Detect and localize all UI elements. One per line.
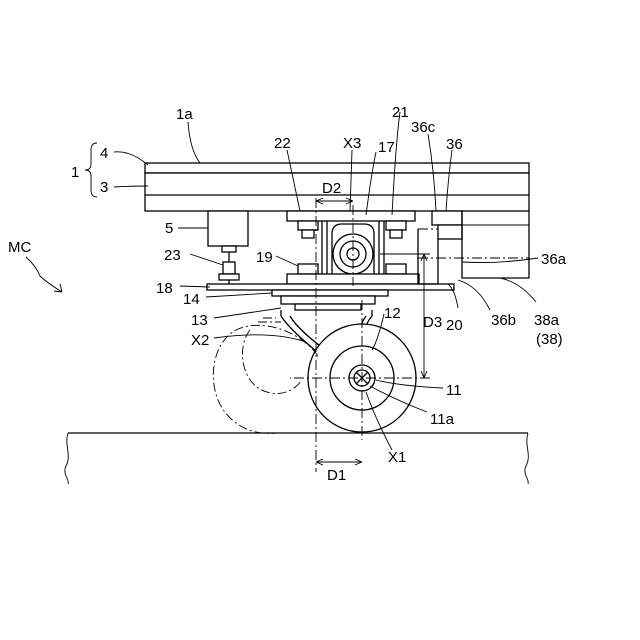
plate-18 xyxy=(207,284,454,290)
bracket-1 xyxy=(85,143,97,197)
part-5 xyxy=(208,211,248,262)
label-5: 5 xyxy=(165,220,173,237)
label-23: 23 xyxy=(164,247,181,264)
bolt-23 xyxy=(219,262,239,284)
label-22: 22 xyxy=(274,135,291,152)
label-36: 36 xyxy=(446,136,463,153)
label-1a: 1a xyxy=(176,106,193,123)
label-11: 11 xyxy=(446,382,462,399)
label-18: 18 xyxy=(156,280,173,297)
label-12: 12 xyxy=(384,305,401,322)
label-17: 17 xyxy=(378,139,395,156)
label-19: 19 xyxy=(256,249,273,266)
label-d3: D3 xyxy=(423,314,442,331)
label-20: 20 xyxy=(446,317,463,334)
label-11a: 11a xyxy=(430,411,455,428)
label-x3: X3 xyxy=(343,135,361,152)
label-21: 21 xyxy=(392,104,409,121)
label-36b: 36b xyxy=(491,312,516,329)
plate-14 xyxy=(272,290,388,310)
label-36a: 36a xyxy=(541,251,567,268)
label-38a: 38a xyxy=(534,312,560,329)
label-mc: MC xyxy=(8,239,31,256)
label-13: 13 xyxy=(191,312,208,329)
label-4: 4 xyxy=(100,145,108,162)
top-plate-4 xyxy=(145,163,529,173)
stopper-36 xyxy=(418,211,462,284)
label-38: (38) xyxy=(536,331,563,348)
label-36c: 36c xyxy=(411,119,436,136)
label-x2: X2 xyxy=(191,332,209,349)
label-x1: X1 xyxy=(388,449,406,466)
label-3: 3 xyxy=(100,179,108,196)
label-14: 14 xyxy=(183,291,200,308)
dimension-d1 xyxy=(316,459,362,465)
floor xyxy=(65,433,528,484)
label-d1: D1 xyxy=(327,467,346,484)
label-d2: D2 xyxy=(322,180,341,197)
label-1: 1 xyxy=(71,164,79,181)
